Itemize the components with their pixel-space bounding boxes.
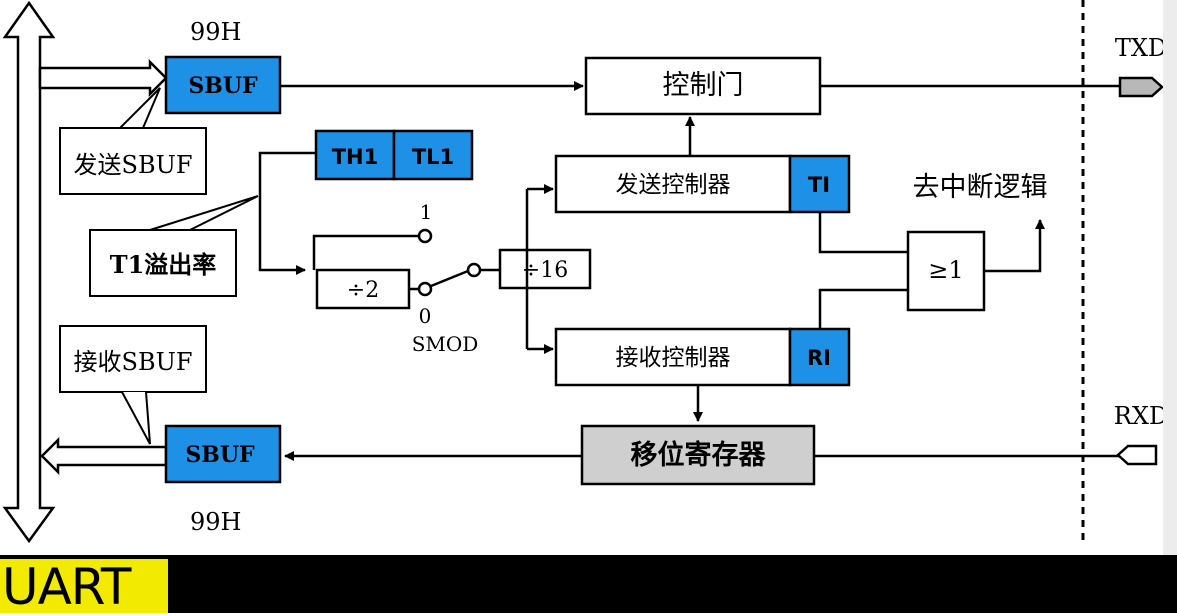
rxd-pin-label: RXD [1114, 402, 1168, 430]
tl1-register [392, 129, 474, 181]
t1-overflow-callout-text: T1溢出率 [110, 250, 217, 279]
tx-sbuf-label: SBUF [188, 73, 258, 99]
tl1-label: TL1 [412, 145, 454, 169]
diagram-canvas: 99H 99H SBUF SBUF 发送SBUF 接收SBUF T1溢出率 TH… [2, 0, 1168, 544]
txd-pin-label: TXD [1115, 34, 1167, 62]
shift-register-label: 移位寄存器 [631, 439, 767, 471]
recv-sbuf-callout-pointer [121, 391, 151, 445]
interrupt-logic-label: 去中断逻辑 [913, 172, 1048, 203]
uart-caption: UART [0, 559, 168, 615]
rx-sbuf-to-bus-arrow [40, 436, 168, 476]
control-gate-block [584, 56, 822, 116]
shift-register-block [580, 424, 816, 486]
div2-label: ÷2 [347, 278, 379, 303]
rx-sbuf-address: 99H [190, 508, 241, 536]
div16-block [498, 248, 592, 290]
rx-sbuf-label: SBUF [185, 442, 255, 468]
switch-pivot [466, 262, 482, 278]
txd-pin [1118, 76, 1164, 98]
tx-controller-label: 发送控制器 [616, 172, 731, 198]
ti-to-or-gate [818, 212, 908, 254]
div16-label: ÷16 [522, 258, 568, 283]
rxd-pin [1116, 444, 1158, 466]
smod-switch-arm [430, 269, 469, 288]
switch-contact-1 [417, 228, 433, 244]
recv-sbuf-callout-text: 接收SBUF [74, 348, 193, 376]
send-sbuf-callout-text: 发送SBUF [74, 151, 193, 179]
send-sbuf-callout-pointer [119, 87, 161, 129]
tx-sbuf-register [164, 55, 282, 115]
uart-block-diagram: 99H 99H SBUF SBUF 发送SBUF 接收SBUF T1溢出率 TH… [2, 0, 1169, 544]
smod-label: SMOD [412, 332, 479, 356]
t1-overflow-callout [89, 229, 237, 297]
t1-overflow-callout-pointer [149, 195, 259, 231]
ri-flag-label: RI [807, 346, 831, 370]
or-gate-label: ≥1 [928, 256, 963, 284]
right-edge-strip [1163, 0, 1177, 555]
t1-overflow-line [258, 151, 316, 275]
th1-label: TH1 [332, 145, 379, 169]
switch-label-1: 1 [420, 200, 433, 224]
ti-flag-label: TI [808, 173, 830, 197]
switch-label-0: 0 [419, 304, 432, 328]
bus-to-tx-sbuf-arrow [38, 58, 168, 98]
rx-controller-label: 接收控制器 [616, 345, 731, 371]
or-gate-to-interrupt [984, 219, 1045, 273]
control-gate-label: 控制门 [663, 70, 744, 101]
data-bus-arrow [2, 0, 56, 544]
bypass-line [312, 234, 419, 270]
bottom-caption-bar [0, 555, 1177, 613]
tx-sbuf-address: 99H [190, 18, 241, 46]
ri-flag [788, 327, 851, 387]
ri-to-or-gate [818, 288, 908, 329]
switch-contact-0 [417, 281, 433, 297]
div2-block [315, 268, 411, 310]
send-sbuf-callout [59, 127, 207, 195]
th1-register [314, 129, 396, 181]
recv-sbuf-callout [59, 325, 207, 393]
rx-sbuf-register [164, 424, 282, 484]
